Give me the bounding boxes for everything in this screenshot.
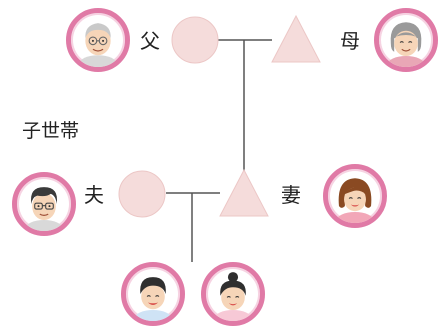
boy-icon <box>121 262 185 326</box>
elderly-man-icon <box>66 8 130 72</box>
man-with-glasses-icon <box>12 172 76 236</box>
father-female-circle-symbol <box>171 16 219 64</box>
wife-triangle-symbol <box>219 168 269 217</box>
husband-circle-symbol <box>118 170 166 218</box>
wife-label: 妻 <box>281 183 301 207</box>
husband-label: 夫 <box>84 183 104 207</box>
mother-male-triangle-symbol <box>271 14 321 63</box>
girl-icon <box>201 262 265 326</box>
elderly-woman-icon <box>374 8 438 72</box>
woman-icon <box>323 164 387 228</box>
father-label: 父 <box>140 29 160 53</box>
child-household-label: 子世帯 <box>22 120 80 142</box>
mother-label: 母 <box>340 29 360 53</box>
